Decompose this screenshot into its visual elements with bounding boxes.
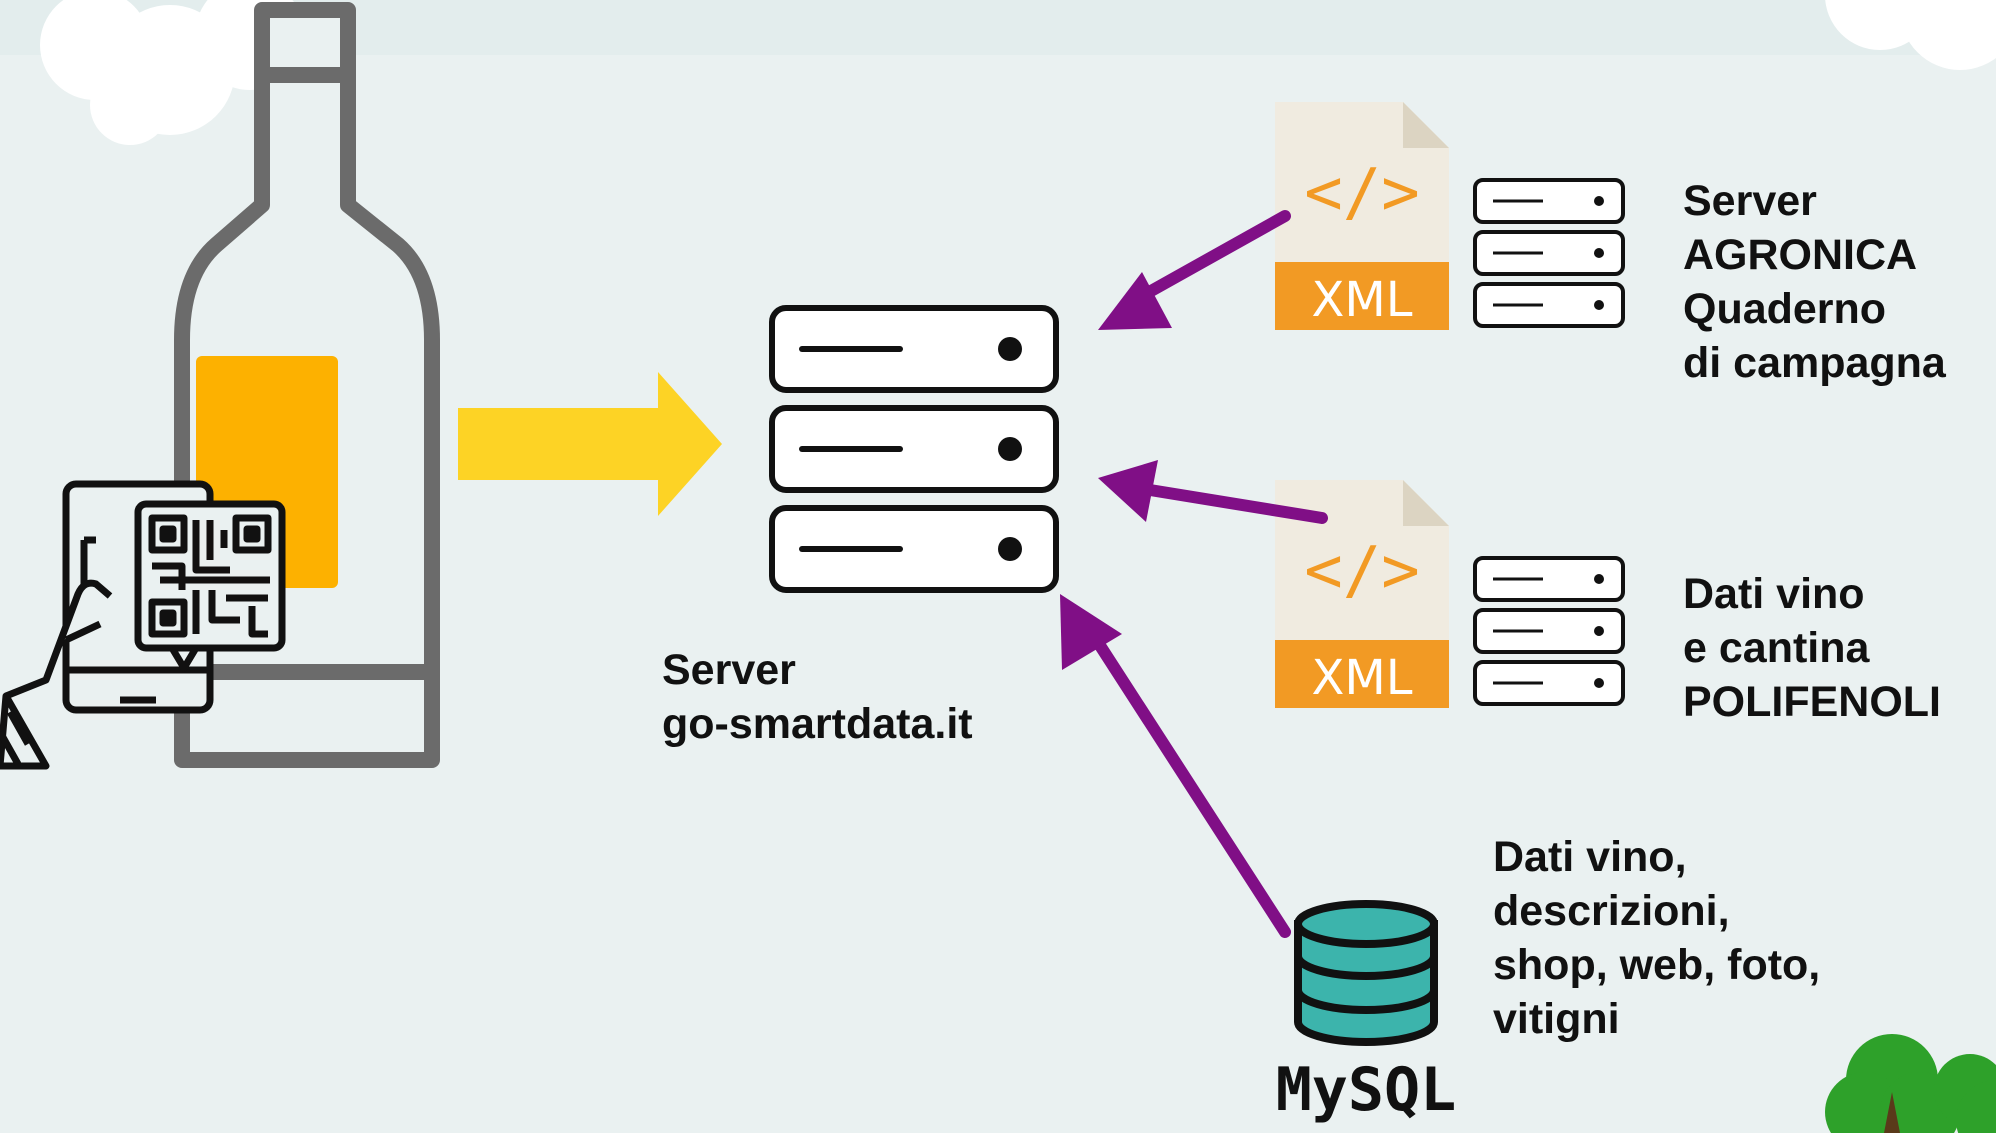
mysql-label-line: shop, web, foto,: [1493, 941, 1821, 989]
mysql-database-icon: MySQL: [1276, 900, 1457, 1125]
server-rack-icon: [769, 305, 1059, 593]
qr-code-icon: [148, 514, 272, 638]
agronica-label-line: Quaderno: [1683, 285, 1887, 333]
arrow-bottle-to-server: [458, 372, 722, 516]
main-server-label-line: go-smartdata.it: [662, 700, 973, 748]
polifenoli-label: Dati vino e cantina POLIFENOLI: [1683, 567, 1941, 729]
arrow-mysql-to-server: [1060, 594, 1291, 938]
phone-qr-scan-icon: [0, 480, 286, 770]
main-server-label: Server go-smartdata.it: [662, 643, 973, 751]
server-rack-icon: [1473, 556, 1625, 706]
xml-file-tag: XML: [1311, 272, 1412, 328]
agronica-label-line: di campagna: [1683, 339, 1946, 387]
xml-file-icon: </> XML: [1275, 102, 1449, 330]
agronica-label-line: AGRONICA: [1683, 231, 1918, 279]
code-glyph: </>: [1304, 156, 1420, 230]
mysql-label-line: vitigni: [1493, 995, 1620, 1043]
mysql-logo-text: MySQL: [1276, 1055, 1457, 1125]
arrow-polifenoli-to-server: [1098, 460, 1328, 524]
mysql-label-line: Dati vino,: [1493, 833, 1687, 881]
arrow-agronica-to-server: [1098, 210, 1291, 330]
cloud-icon: [1825, 0, 1996, 70]
tree-icon: [1825, 1034, 1996, 1133]
xml-file-tag: XML: [1311, 650, 1412, 706]
agronica-label-line: Server: [1683, 177, 1817, 225]
main-server-label-line: Server: [662, 646, 796, 694]
server-rack-icon: [1473, 178, 1625, 328]
agronica-label: Server AGRONICA Quaderno di campagna: [1683, 174, 1946, 390]
polifenoli-label-line: e cantina: [1683, 624, 1870, 672]
mysql-label: Dati vino, descrizioni, shop, web, foto,…: [1493, 830, 1820, 1046]
cloud-icon: [40, 0, 305, 145]
polifenoli-label-line: Dati vino: [1683, 570, 1865, 618]
code-glyph: </>: [1304, 534, 1420, 608]
xml-file-icon: </> XML: [1275, 480, 1449, 708]
polifenoli-label-line: POLIFENOLI: [1683, 678, 1941, 726]
mysql-label-line: descrizioni,: [1493, 887, 1730, 935]
